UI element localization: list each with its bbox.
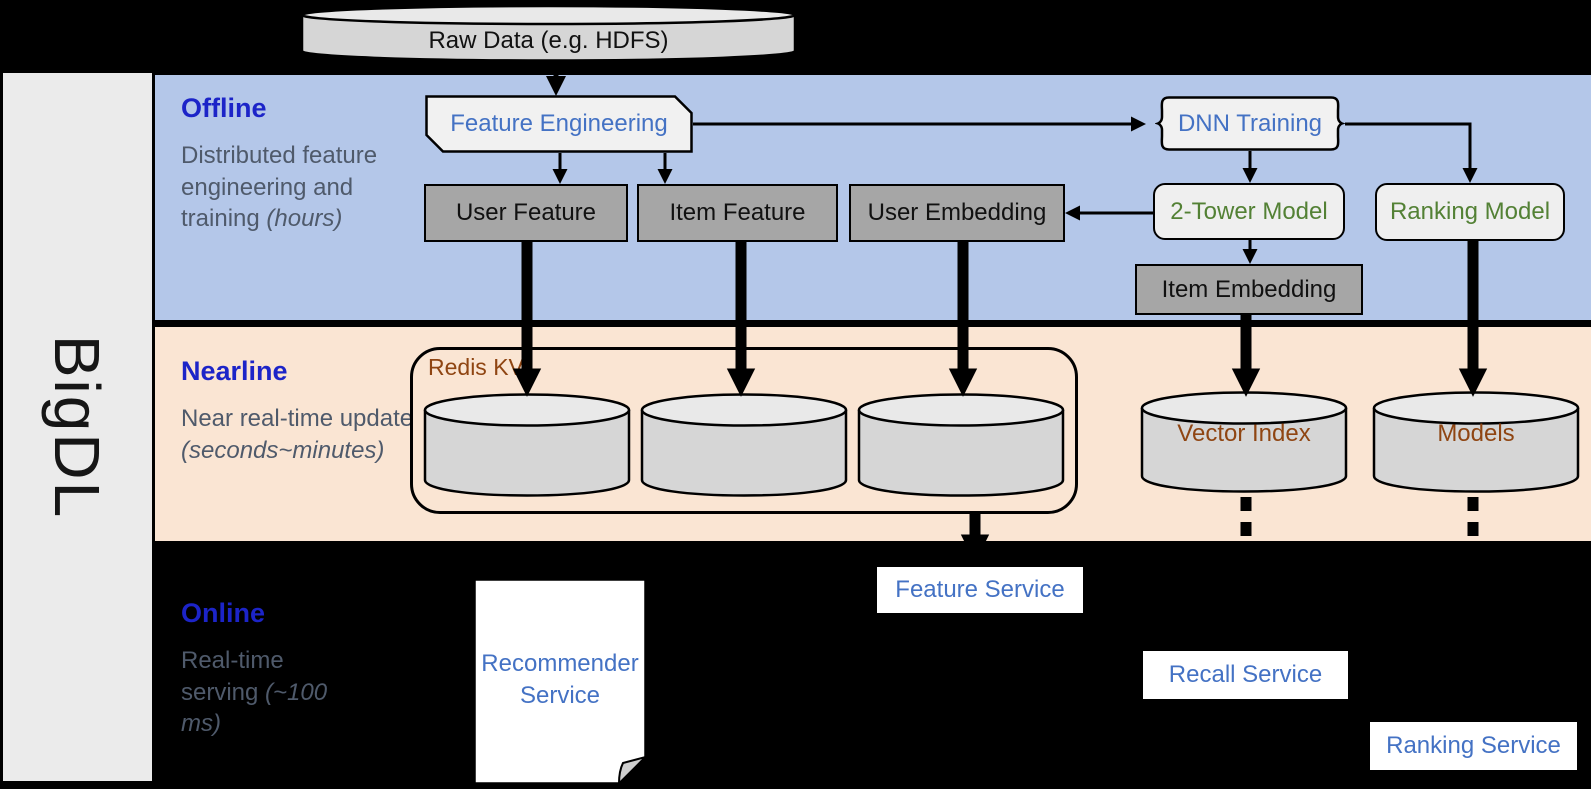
online-description-text: Real-time serving bbox=[181, 647, 284, 706]
nearline-description-text: Near real-time update bbox=[181, 405, 414, 432]
raw-data-label: Raw Data (e.g. HDFS) bbox=[428, 27, 669, 54]
page-curl-icon bbox=[1567, 766, 1581, 778]
ranking-model-label: Ranking Model bbox=[1389, 198, 1551, 225]
nearline-description: Near real-time update (seconds~minutes) bbox=[181, 403, 461, 466]
models-store: Models bbox=[1372, 390, 1580, 494]
item-feature-label: Item Feature bbox=[669, 199, 806, 226]
dnn-training-node: DNN Training bbox=[1155, 96, 1345, 151]
page-curl-icon bbox=[1338, 695, 1352, 707]
online-description: Real-time serving (~100 ms) bbox=[181, 645, 356, 740]
feature-engineering-node: Feature Engineering bbox=[425, 95, 693, 153]
ranking-model-node: Ranking Model bbox=[1375, 183, 1565, 241]
online-title: Online bbox=[181, 598, 266, 628]
redis-shard-cylinder-3 bbox=[857, 392, 1065, 498]
cylinder-shape bbox=[1372, 391, 1580, 493]
redis-shard-cylinder-1 bbox=[423, 392, 631, 498]
feature-engineering-label: Feature Engineering bbox=[450, 110, 668, 137]
document-shape bbox=[473, 578, 647, 785]
dnn-training-label: DNN Training bbox=[1177, 109, 1323, 137]
ranking-service-node: Ranking Service bbox=[1370, 722, 1581, 778]
online-description-note: (~100 ms) bbox=[181, 678, 328, 738]
user-feature-label: User Feature bbox=[455, 199, 597, 226]
cylinder-shape bbox=[857, 393, 1065, 497]
vector-index-store: Vector Index bbox=[1140, 390, 1348, 494]
nearline-description-note: (seconds~minutes) bbox=[181, 436, 385, 464]
recall-service-label: Recall Service bbox=[1168, 661, 1323, 688]
snip-corner-shape bbox=[425, 95, 693, 153]
bigdl-logo-text: BigDL bbox=[41, 334, 114, 520]
two-tower-model-node: 2-Tower Model bbox=[1153, 183, 1345, 240]
item-embedding-node: Item Embedding bbox=[1135, 264, 1363, 315]
recommender-service-node: Recommender Service bbox=[473, 578, 647, 785]
cylinder-shape bbox=[423, 393, 631, 497]
recommender-service-label: Recommender Service bbox=[481, 650, 639, 710]
offline-title: Offline bbox=[181, 93, 267, 123]
bigdl-sidebar: BigDL bbox=[3, 73, 152, 781]
page-curl-icon bbox=[1073, 609, 1087, 621]
raw-data-store: Raw Data (e.g. HDFS) bbox=[300, 4, 797, 62]
offline-description-text: Distributed feature engineering and trai… bbox=[181, 142, 378, 233]
cylinder-shape bbox=[640, 393, 848, 497]
user-feature-node: User Feature bbox=[424, 184, 628, 242]
offline-description: Distributed feature engineering and trai… bbox=[181, 140, 386, 235]
user-embedding-node: User Embedding bbox=[849, 184, 1065, 242]
offline-description-note: (hours) bbox=[266, 205, 343, 233]
ranking-service-label: Ranking Service bbox=[1386, 732, 1561, 759]
double-brace-shape bbox=[1155, 96, 1345, 151]
item-feature-node: Item Feature bbox=[637, 184, 838, 242]
recall-service-node: Recall Service bbox=[1143, 651, 1352, 707]
nearline-title: Nearline bbox=[181, 356, 288, 386]
redis-kv-label: Redis KV bbox=[428, 354, 524, 380]
vector-index-label: Vector Index bbox=[1177, 420, 1311, 447]
cylinder-shape bbox=[300, 4, 797, 62]
redis-shard-cylinder-2 bbox=[640, 392, 848, 498]
models-label: Models bbox=[1437, 420, 1515, 447]
item-embedding-label: Item Embedding bbox=[1161, 275, 1337, 303]
feature-service-label: Feature Service bbox=[895, 576, 1065, 603]
feature-service-node: Feature Service bbox=[877, 567, 1087, 621]
two-tower-model-label: 2-Tower Model bbox=[1170, 197, 1328, 225]
user-embedding-label: User Embedding bbox=[867, 199, 1047, 226]
